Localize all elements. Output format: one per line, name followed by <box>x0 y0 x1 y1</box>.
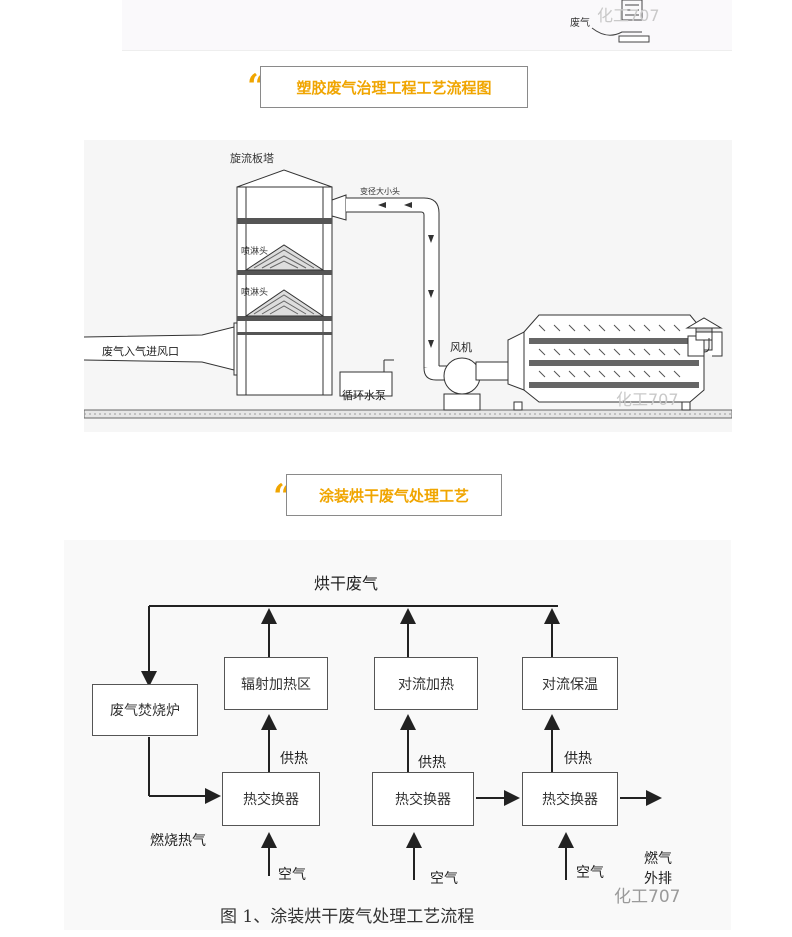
air-label: 空气 <box>576 865 604 881</box>
section-heading-2: 涂装烘干废气处理工艺 <box>286 474 502 516</box>
fragment-box <box>621 0 643 21</box>
spray-label-upper: 喷淋头 <box>241 247 269 257</box>
air-label: 空气 <box>278 867 306 883</box>
stack-cap <box>685 317 723 329</box>
dried-exhaust-label: 烘干废气 <box>314 574 379 593</box>
coating-drying-exhaust-flowchart: 废气焚烧炉 辐射加热区 对流加热 对流保温 热交换器 热交换器 热交换器 烘干废… <box>64 540 731 930</box>
plastic-exhaust-process-diagram: 旋流板塔 变径大小头 喷淋头 喷淋头 废气入气进风口 风机 循环水泵 化工707 <box>83 140 733 432</box>
zone-label: 辐射加热区 <box>241 676 311 693</box>
incinerator-label: 废气焚烧炉 <box>110 703 180 719</box>
spray-label-lower: 喷淋头 <box>241 288 269 298</box>
convection-heating-box: 对流加热 <box>374 657 478 710</box>
zone-label: 对流加热 <box>398 676 454 693</box>
supply-heat-label: 供热 <box>564 751 592 767</box>
spray-cone-upper <box>244 244 325 271</box>
supply-heat-label: 供热 <box>280 751 308 767</box>
exhaust-out-label-2: 外排 <box>644 871 672 887</box>
heat-exchanger-label: 热交换器 <box>542 792 598 808</box>
exhaust-out-label-1: 燃气 <box>644 851 672 867</box>
heat-exchanger-box-3: 热交换器 <box>522 772 618 826</box>
heat-exchanger-label: 热交换器 <box>395 792 451 808</box>
waste-gas-incinerator-box: 废气焚烧炉 <box>92 684 198 736</box>
heat-exchanger-label: 热交换器 <box>243 792 299 808</box>
section-heading-text: 塑胶废气治理工程工艺流程图 <box>296 78 492 97</box>
fan-base <box>443 393 481 411</box>
tray-plate <box>237 218 332 224</box>
air-label: 空气 <box>430 871 458 887</box>
supply-heat-label: 供热 <box>418 755 446 771</box>
flowchart-lines <box>141 605 662 880</box>
radiant-heating-zone-box: 辐射加热区 <box>224 657 328 710</box>
convection-insulation-box: 对流保温 <box>522 657 618 710</box>
section-heading-text: 涂装烘干废气处理工艺 <box>318 486 469 505</box>
top-fragment-drawing <box>591 0 650 43</box>
fragment-label: 废气 <box>570 18 590 29</box>
spray-cone-lower <box>244 289 325 317</box>
inlet-label: 废气入气进风口 <box>102 345 179 358</box>
tower-roof <box>236 169 333 188</box>
process-equipment-drawing <box>83 169 733 419</box>
watermark-text: 化工707 <box>614 887 681 907</box>
elbow-label: 变径大小头 <box>360 187 400 196</box>
zone-label: 对流保温 <box>542 676 598 693</box>
top-image-fragment: 废气 化工707 <box>122 0 732 51</box>
combustion-air-label: 燃烧热气 <box>150 833 206 849</box>
heat-exchanger-box-1: 热交换器 <box>222 772 320 826</box>
pump-label: 循环水泵 <box>342 389 386 402</box>
figure-caption: 图 1、涂装烘干废气处理工艺流程 <box>220 907 475 927</box>
tower-label: 旋流板塔 <box>230 152 274 165</box>
heat-exchanger-box-2: 热交换器 <box>372 772 474 826</box>
duct-pipe <box>346 197 440 369</box>
watermark-text: 化工707 <box>616 390 679 409</box>
section-heading-1: 塑胶废气治理工程工艺流程图 <box>260 66 528 108</box>
fan-housing <box>443 357 481 395</box>
watermark-text: 化工707 <box>597 6 660 25</box>
circulation-pump <box>339 371 393 397</box>
fan-label: 风机 <box>450 341 472 354</box>
adsorption-unit <box>523 314 705 403</box>
